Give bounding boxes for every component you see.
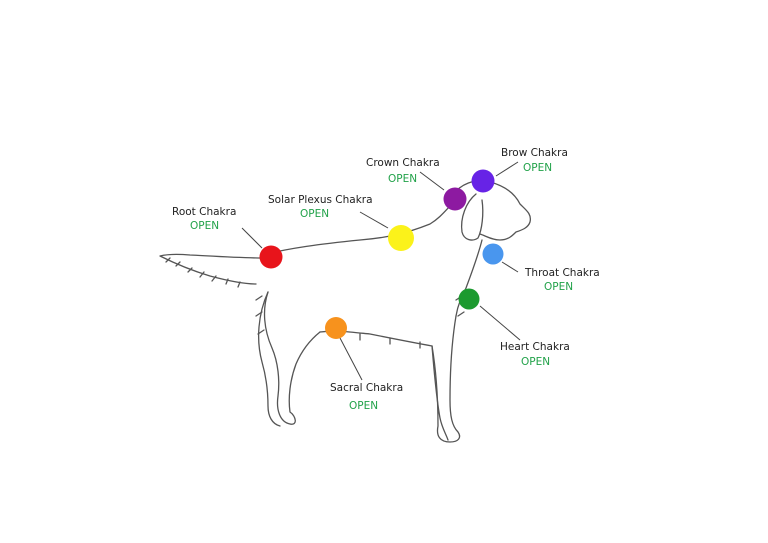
root-chakra-status: OPEN bbox=[190, 220, 220, 232]
solar-chakra-dot bbox=[388, 225, 414, 251]
neck-outline bbox=[455, 239, 483, 317]
tail-feathering bbox=[165, 257, 241, 288]
root-chakra-dot bbox=[259, 245, 283, 269]
crown-chakra-status: OPEN bbox=[388, 173, 418, 185]
sacral-chakra-label: Sacral Chakra bbox=[330, 382, 404, 394]
root-chakra-label: Root Chakra bbox=[172, 206, 237, 218]
brow-chakra-leader-line bbox=[495, 161, 519, 177]
throat-chakra-dot bbox=[482, 243, 504, 265]
sacral-chakra-leader-line bbox=[339, 337, 363, 381]
front-leg-outline bbox=[431, 315, 461, 443]
crown-chakra-label: Crown Chakra bbox=[366, 157, 440, 169]
brow-chakra-label: Brow Chakra bbox=[501, 147, 568, 159]
front-leg-inner bbox=[431, 345, 449, 441]
heart-chakra-status: OPEN bbox=[521, 356, 551, 368]
heart-chakra-label: Heart Chakra bbox=[500, 341, 570, 353]
brow-chakra-dot bbox=[471, 169, 495, 193]
throat-chakra-status: OPEN bbox=[544, 281, 574, 293]
hind-leg-back bbox=[258, 291, 281, 427]
brow-chakra-status: OPEN bbox=[523, 162, 553, 174]
heart-chakra-dot bbox=[458, 288, 480, 310]
tail-outline bbox=[159, 253, 263, 285]
back-outline bbox=[261, 203, 453, 256]
solar-plexus-chakra-status: OPEN bbox=[300, 208, 330, 220]
sacral-chakra-dot bbox=[325, 317, 347, 339]
heart-chakra-leader-line bbox=[479, 305, 521, 341]
solar-plexus-chakra-label: Solar Plexus Chakra bbox=[268, 194, 373, 206]
throat-chakra-label: Throat Chakra bbox=[525, 267, 600, 279]
root-chakra-leader-line bbox=[241, 227, 263, 249]
crown-chakra-leader-line bbox=[419, 171, 445, 191]
throat-chakra-leader-line bbox=[501, 261, 519, 273]
solar-chakra-leader-line bbox=[359, 211, 389, 229]
hind-leg-outline bbox=[263, 291, 321, 425]
ear-outline bbox=[460, 193, 484, 241]
sacral-chakra-status: OPEN bbox=[349, 400, 379, 412]
crown-chakra-dot bbox=[443, 187, 467, 211]
